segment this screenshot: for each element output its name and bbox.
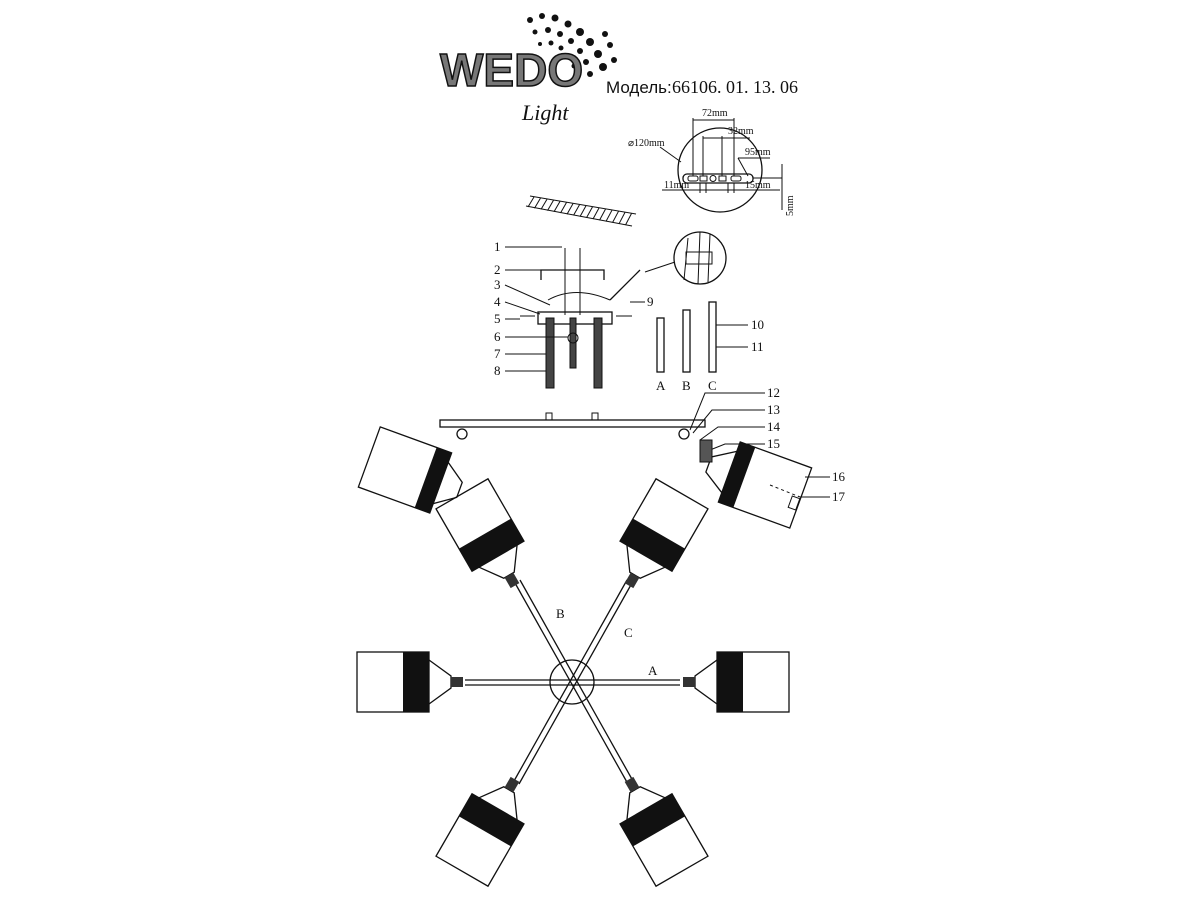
- logo-subtext: Light: [521, 100, 569, 125]
- part-number-labels: 1 2 3 4 5 6 7 8 9 10 11 12 13 14 15 16 1…: [494, 239, 846, 504]
- hatch-line: [534, 197, 541, 209]
- part-4: 4: [494, 294, 501, 309]
- hatch-line: [586, 206, 593, 219]
- dim-diameter: ⌀120mm: [628, 138, 665, 149]
- hatch-line: [527, 196, 535, 208]
- rod-set: [656, 301, 717, 373]
- hatch-line: [605, 209, 613, 222]
- arm-label-c: C: [624, 625, 633, 640]
- part-10: 10: [751, 317, 764, 332]
- hatch-line: [612, 211, 619, 223]
- hatch-line: [547, 200, 554, 211]
- arm-label-a: A: [648, 663, 658, 678]
- hatch-line: [625, 213, 632, 226]
- part-17: 17: [832, 489, 846, 504]
- part-9: 9: [647, 294, 654, 309]
- part-3: 3: [494, 277, 501, 292]
- model-label: Модель:: [606, 78, 672, 97]
- lamp-shade: [619, 776, 709, 888]
- part-16: 16: [832, 469, 846, 484]
- dim-32: 32mm: [728, 126, 754, 137]
- side-view: [357, 412, 813, 529]
- part-13: 13: [767, 402, 780, 417]
- hatch-line: [573, 204, 580, 216]
- dim-5: 5mm: [785, 195, 796, 216]
- leader-lines: [504, 246, 830, 498]
- hatch-line: [592, 207, 600, 220]
- hatch-line: [553, 201, 561, 213]
- arm-label-b: B: [556, 606, 565, 621]
- lamp-shade: [435, 776, 525, 888]
- part-12: 12: [767, 385, 780, 400]
- dim-11: 11mm: [664, 180, 689, 191]
- hatch-line: [566, 203, 574, 215]
- rod-label-a: A: [656, 378, 666, 393]
- rod-label-b: B: [682, 378, 691, 393]
- hatch-line: [560, 202, 567, 214]
- dim-95: 95mm: [745, 147, 771, 158]
- part-1: 1: [494, 239, 501, 254]
- logo-text: WEDO: [440, 44, 583, 96]
- part-15: 15: [767, 436, 780, 451]
- lamp-shade: [356, 651, 463, 713]
- part-14: 14: [767, 419, 781, 434]
- mounting-plate-detail: 72mm 32mm 95mm ⌀120mm 11mm 15mm 5mm: [628, 108, 796, 216]
- part-6: 6: [494, 329, 501, 344]
- ceiling-hatch: [525, 195, 637, 227]
- model-number: 66106. 01. 13. 06: [672, 77, 798, 97]
- hatch-line: [579, 205, 587, 217]
- rod-label-c: C: [708, 378, 717, 393]
- part-8: 8: [494, 363, 501, 378]
- part-2: 2: [494, 262, 501, 277]
- part-11: 11: [751, 339, 764, 354]
- lamp-shade: [683, 651, 790, 713]
- hatch-line: [618, 212, 626, 225]
- lamp-shade: [435, 477, 525, 589]
- hatch-line: [599, 208, 606, 221]
- dim-15: 15mm: [745, 180, 771, 191]
- canopy-exploded-view: [520, 231, 727, 389]
- lamp-shade: [619, 477, 709, 589]
- brand-logo: WEDO Light: [439, 13, 617, 125]
- hatch-line: [540, 198, 548, 210]
- dim-72: 72mm: [702, 108, 728, 119]
- top-view: [356, 477, 790, 888]
- part-7: 7: [494, 346, 501, 361]
- part-5: 5: [494, 311, 501, 326]
